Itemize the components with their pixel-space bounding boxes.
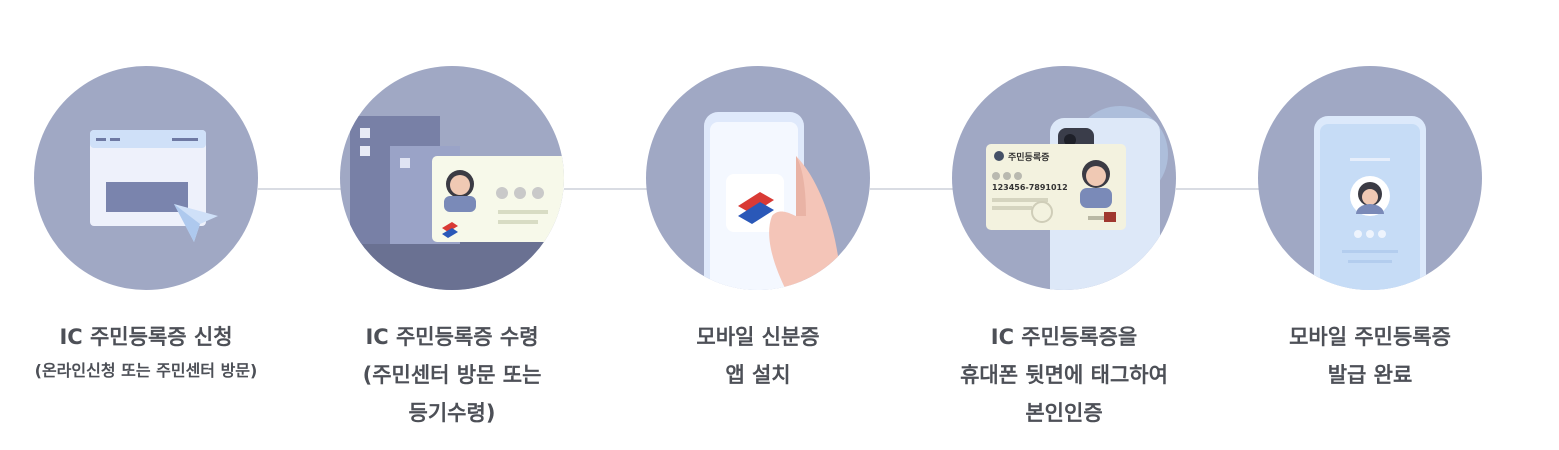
step-4-circle: 주민등록증 123456-7891012 [952,66,1176,290]
step-2-line-3: 등기수령) [408,401,496,425]
step-4-label: IC 주민등록증을 휴대폰 뒷면에 태그하여 본인인증 [904,318,1224,432]
step-1-label: IC 주민등록증 신청 (온라인신청 또는 주민센터 방문) [0,318,306,386]
mobile-app-install-icon [704,112,838,290]
online-application-icon [90,130,218,242]
card-title-text: 주민등록증 [1008,151,1049,163]
step-3-line-2: 앱 설치 [725,363,791,387]
step-1-title: IC 주민등록증 신청 [59,325,233,349]
step-1-subtitle: (온라인신청 또는 주민센터 방문) [34,361,258,380]
connector-line [258,188,342,190]
step-5-line-2: 발급 완료 [1327,363,1413,387]
step-5-line-1: 모바일 주민등록증 [1289,325,1451,349]
step-4-line-1: IC 주민등록증을 [990,325,1138,349]
mobile-id-issued-icon [1314,116,1426,290]
connector-line [564,188,648,190]
nfc-tag-phone-icon: 주민등록증 123456-7891012 [986,106,1168,290]
step-4-line-3: 본인인증 [1025,401,1103,425]
id-card-receive-icon [340,116,564,290]
step-5-label: 모바일 주민등록증 발급 완료 [1210,318,1530,394]
connector-line [1176,188,1260,190]
step-3-label: 모바일 신분증 앱 설치 [598,318,918,394]
step-4-line-2: 휴대폰 뒷면에 태그하여 [960,363,1168,387]
step-2-line-2: (주민센터 방문 또는 [362,363,542,387]
step-3-line-1: 모바일 신분증 [696,325,820,349]
step-2-circle [340,66,564,290]
connector-line [870,188,954,190]
step-3-circle [646,66,870,290]
step-5-circle [1258,66,1482,290]
step-1-circle [34,66,258,290]
step-2-label: IC 주민등록증 수령 (주민센터 방문 또는 등기수령) [292,318,612,432]
step-2-line-1: IC 주민등록증 수령 [365,325,539,349]
card-number-text: 123456-7891012 [992,183,1068,192]
